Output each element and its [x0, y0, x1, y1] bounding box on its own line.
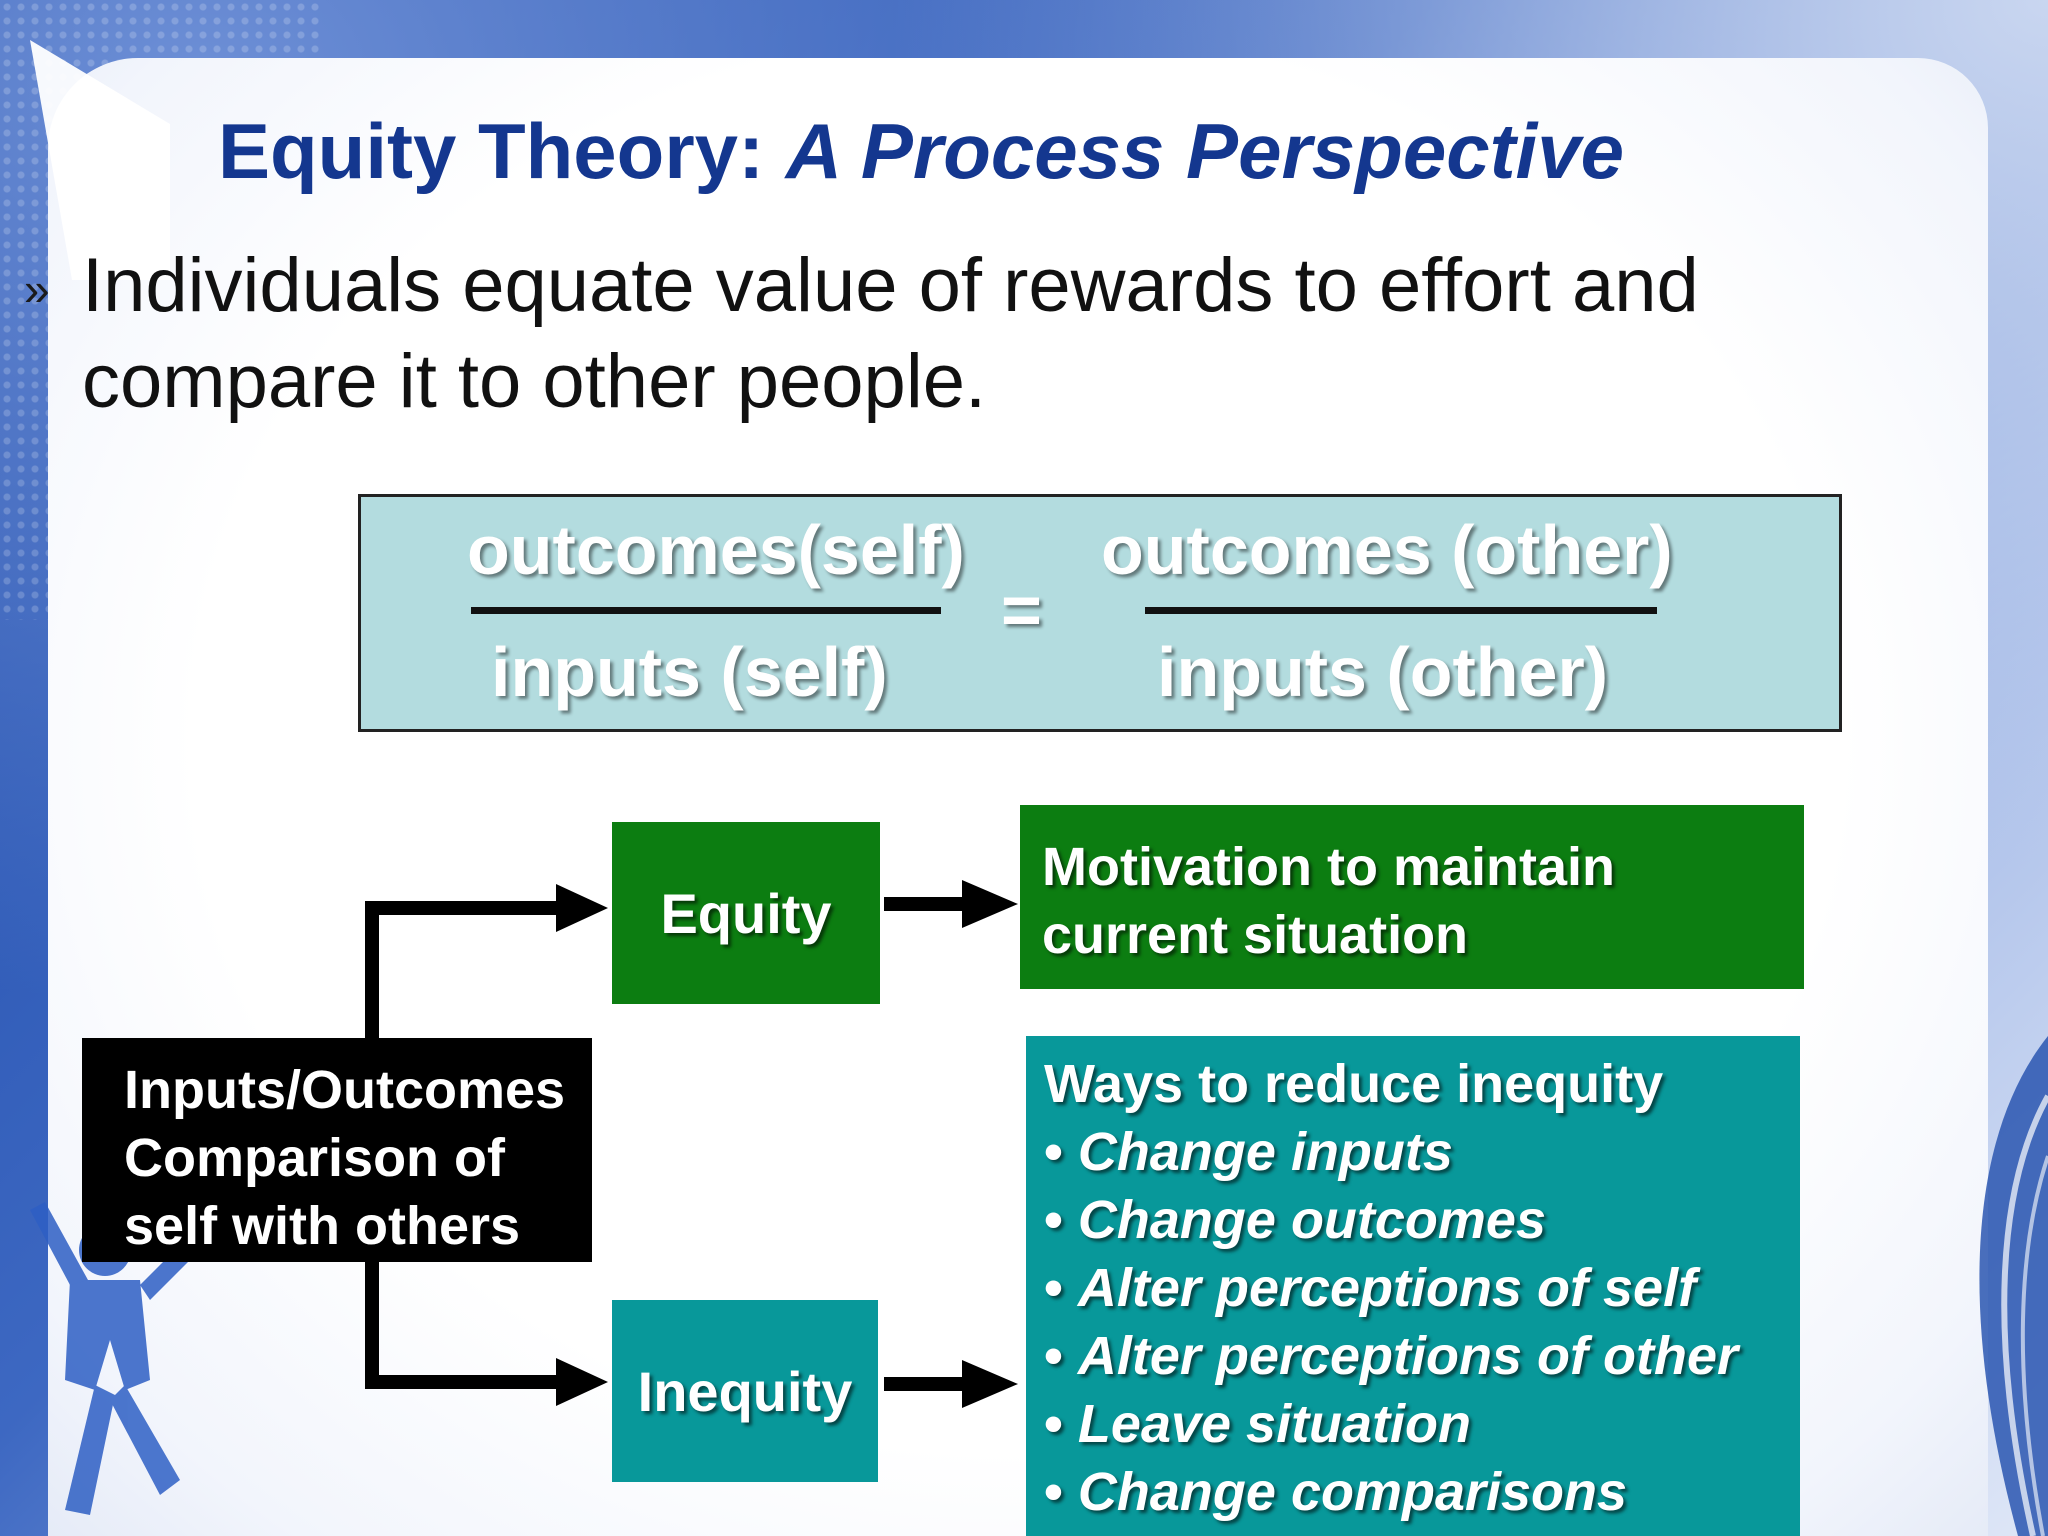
ways-item-text: Change inputs: [1077, 1122, 1453, 1182]
comparison-line: Inputs/Outcomes: [124, 1060, 566, 1120]
ways-item-text: Change comparisons: [1077, 1462, 1628, 1522]
slide-title: Equity Theory: A Process Perspective: [218, 112, 1718, 190]
ways-list-item: • Change inputs: [1044, 1122, 1453, 1182]
comparison-line: self with others: [124, 1196, 521, 1256]
equity-label: Equity: [660, 881, 832, 945]
formula-left-fraction-bar: [471, 607, 941, 614]
formula-right-denominator: inputs (other): [1157, 633, 1609, 711]
motivation-box: Motivation to maintain current situation: [1020, 805, 1804, 989]
equity-box: Equity: [612, 822, 880, 1004]
formula-equals-sign: =: [1001, 571, 1042, 649]
equity-formula-box: outcomes(self) inputs (self) = outcomes …: [358, 494, 1842, 732]
motivation-line: Motivation to maintain: [1042, 837, 1615, 897]
title-italic: A Process Perspective: [785, 107, 1624, 195]
decorative-swoosh-icon: [1979, 1036, 2048, 1536]
ways-list-item: • Leave situation: [1044, 1394, 1472, 1454]
ways-item-text: Alter perceptions of self: [1077, 1258, 1697, 1318]
ways-heading: Ways to reduce inequity: [1044, 1054, 1664, 1114]
comparison-line: Comparison of: [124, 1128, 506, 1188]
ways-item-text: Alter perceptions of other: [1077, 1326, 1738, 1386]
reduce-inequity-box: Ways to reduce inequity • Change inputs …: [1026, 1036, 1800, 1536]
title-plain: Equity Theory:: [218, 107, 786, 195]
ways-list-item: • Alter perceptions of other: [1044, 1326, 1738, 1386]
inequity-box: Inequity: [612, 1300, 878, 1482]
bullet-text: Individuals equate value of rewards to e…: [82, 243, 1699, 424]
bullet-glyph: »: [24, 263, 50, 315]
formula-right-fraction-bar: [1145, 607, 1657, 614]
inequity-label: Inequity: [637, 1359, 853, 1423]
ways-list-item: • Change outcomes: [1044, 1190, 1546, 1250]
comparison-box: Inputs/Outcomes Comparison of self with …: [82, 1038, 592, 1262]
motivation-line: current situation: [1042, 905, 1469, 965]
ways-list-item: • Alter perceptions of self: [1044, 1258, 1697, 1318]
formula-left-denominator: inputs (self): [491, 633, 888, 711]
ways-item-text: Leave situation: [1077, 1394, 1472, 1454]
ways-list-item: • Change comparisons: [1044, 1462, 1628, 1522]
formula-left-numerator: outcomes(self): [467, 511, 965, 589]
ways-item-text: Change outcomes: [1077, 1190, 1546, 1250]
formula-right-numerator: outcomes (other): [1101, 511, 1673, 589]
